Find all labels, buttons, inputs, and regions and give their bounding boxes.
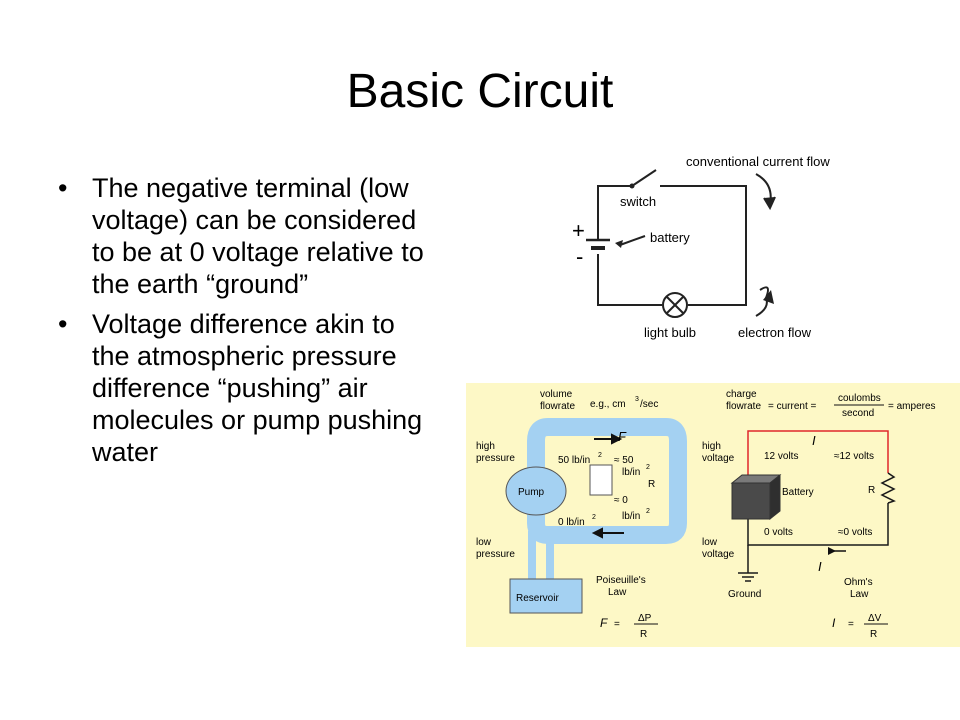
high-voltage-label: high [702, 441, 721, 452]
reservoir-box [509, 578, 583, 614]
ohms-R: R [870, 629, 877, 640]
bullet-list: • The negative terminal (low voltage) can… [58, 172, 438, 476]
restriction-block [589, 464, 613, 496]
down-pipe-right [546, 531, 554, 581]
water-pipe [527, 418, 687, 544]
charge-flowrate-label: flowrate [726, 401, 761, 412]
pump-label: Pump [518, 487, 545, 498]
approx-50-exp: 2 [646, 464, 650, 471]
ohms-label: Ohm's [844, 577, 873, 588]
conventional-head-fill [764, 197, 775, 208]
electron-arrow-head [763, 290, 774, 304]
approx-twelve-volts: ≈12 volts [834, 451, 874, 462]
battery-box [730, 473, 782, 521]
poiseuille-label: Poiseuille's [596, 575, 646, 586]
reservoir-label: Reservoir [516, 593, 559, 604]
flow-F: F [618, 429, 627, 444]
low-voltage-label-2: voltage [702, 549, 735, 560]
zero-volts: 0 volts [764, 527, 793, 538]
eg-unit: /sec [640, 399, 658, 410]
bullet-dot: • [58, 309, 68, 339]
battery-text: Battery [782, 487, 814, 498]
approx-zero-volts: ≈0 volts [838, 527, 872, 538]
ground-label: Ground [728, 589, 761, 600]
wire-bottom-left [597, 254, 662, 306]
black-wire [747, 503, 889, 546]
high-pressure-label: high [476, 441, 495, 452]
high-voltage-label-2: voltage [702, 453, 735, 464]
bullet-text: Voltage difference akin to the atmospher… [92, 309, 423, 467]
low-pressure-label: low [476, 537, 492, 548]
second-label: second [842, 408, 874, 419]
flow-arrow-bottom-head [591, 527, 603, 539]
battery-pointer [619, 235, 646, 246]
slide-title: Basic Circuit [346, 65, 614, 118]
resistor-zigzag [880, 472, 896, 504]
bullet-dot: • [58, 173, 68, 203]
pressure-50: 50 lb/in [558, 455, 590, 466]
delta-v: ΔV [868, 613, 882, 624]
pressure-0: 0 lb/in [558, 517, 585, 528]
current-I-top: I [812, 433, 816, 448]
switch-label: switch [620, 194, 656, 209]
wire-right [660, 185, 747, 306]
poiseuille-F: F [600, 616, 608, 630]
amperes-label: = amperes [888, 401, 936, 412]
bullet-item: • The negative terminal (low voltage) can… [58, 172, 438, 300]
eg-exponent: 3 [635, 396, 639, 403]
ohms-I: I [832, 616, 836, 630]
switch-contact [629, 183, 635, 189]
approx-0-exp: 2 [646, 508, 650, 515]
battery-pointer-head [615, 240, 623, 248]
charge-label: charge [726, 389, 757, 400]
approx-50-unit: lb/in [622, 467, 640, 478]
high-pressure-label-2: pressure [476, 453, 515, 464]
circuit-diagram: conventional current flow switch battery… [572, 154, 830, 340]
electron-flow-label: electron flow [738, 325, 812, 340]
electron-arrow-line [755, 286, 769, 317]
approx-50: ≈ 50 [614, 455, 634, 466]
bulb-circle [662, 292, 688, 318]
delta-p: ΔP [638, 613, 652, 624]
low-voltage-label: low [702, 537, 718, 548]
equals-current: = current = [768, 401, 817, 412]
current-I-bottom: I [818, 559, 822, 574]
resistance-R-water: R [648, 479, 655, 490]
ohms-law-label: Law [850, 589, 869, 600]
approx-0: ≈ 0 [614, 495, 628, 506]
coulombs-label: coulombs [838, 393, 881, 404]
poiseuille-equals: = [614, 619, 620, 630]
battery-label: battery [650, 230, 690, 245]
bullet-item: • Voltage difference akin to the atmosphe… [58, 308, 438, 468]
down-pipe-left [528, 531, 536, 581]
poiseuille-law-label: Law [608, 587, 627, 598]
ohms-equals: = [848, 619, 854, 630]
pressure-0-exp: 2 [592, 514, 596, 521]
flow-arrow-top-head [611, 433, 623, 445]
water-loop [505, 418, 687, 614]
analogy-diagram: volume flowrate e.g., cm 3 /sec high pre… [466, 383, 960, 647]
approx-0-unit: lb/in [622, 511, 640, 522]
eg-label: e.g., cm [590, 399, 626, 410]
plus-sign: + [572, 218, 585, 243]
switch-lever [631, 169, 657, 187]
pressure-50-exp: 2 [598, 452, 602, 459]
twelve-volts: 12 volts [764, 451, 798, 462]
pump-body [505, 466, 567, 516]
conventional-label: conventional current flow [686, 154, 830, 169]
poiseuille-R: R [640, 629, 647, 640]
volume-label: volume [540, 389, 573, 400]
bullet-text: The negative terminal (low voltage) can … [92, 173, 424, 299]
flowrate-label: flowrate [540, 401, 575, 412]
resistance-R-electric: R [868, 485, 875, 496]
minus-sign: - [576, 244, 583, 269]
bulb-x2 [666, 296, 684, 314]
red-wire [747, 430, 889, 475]
bulb-label: light bulb [644, 325, 696, 340]
low-pressure-label-2: pressure [476, 549, 515, 560]
wire-top-left [597, 185, 632, 240]
